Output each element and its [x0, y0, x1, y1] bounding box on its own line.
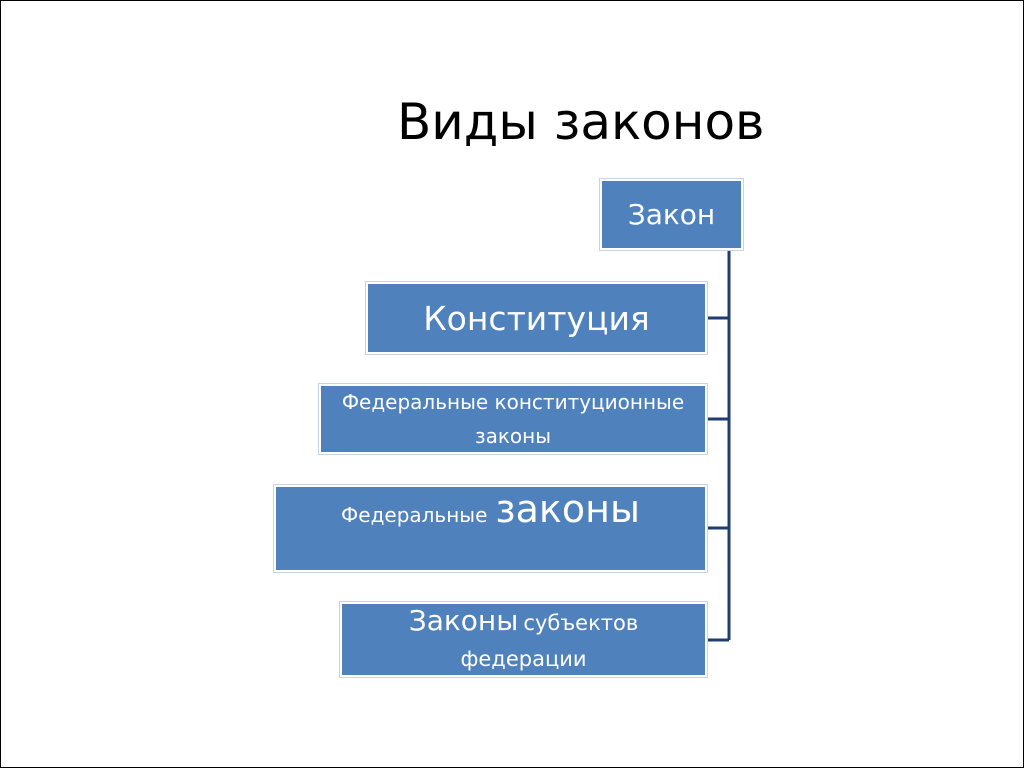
node-sl-line2: федерации	[460, 646, 587, 671]
node-fl-small-text: Федеральные	[341, 503, 488, 527]
node-constitution: Конституция	[366, 282, 707, 354]
root-node-label: Закон	[627, 198, 716, 231]
node-fcl-line2: законы	[474, 424, 552, 448]
slide-title: Виды законов	[397, 93, 765, 151]
node-fl-big-text: законы	[495, 487, 640, 531]
node-federal-laws: Федеральные законы	[274, 485, 707, 572]
node-fcl-line1: Федеральные конституционные	[341, 390, 685, 414]
node-federal-constitutional-laws: Федеральные конституционные законы	[319, 384, 707, 454]
node-subject-laws: Законы субъектов федерации	[340, 602, 707, 677]
node-constitution-label: Конституция	[423, 298, 650, 338]
node-sl-big-text: Законы	[408, 603, 519, 637]
node-sl-line1: Законы субъектов	[409, 604, 639, 642]
node-sl-small-text: субъектов	[523, 610, 639, 635]
root-node-box: Закон	[600, 179, 743, 250]
